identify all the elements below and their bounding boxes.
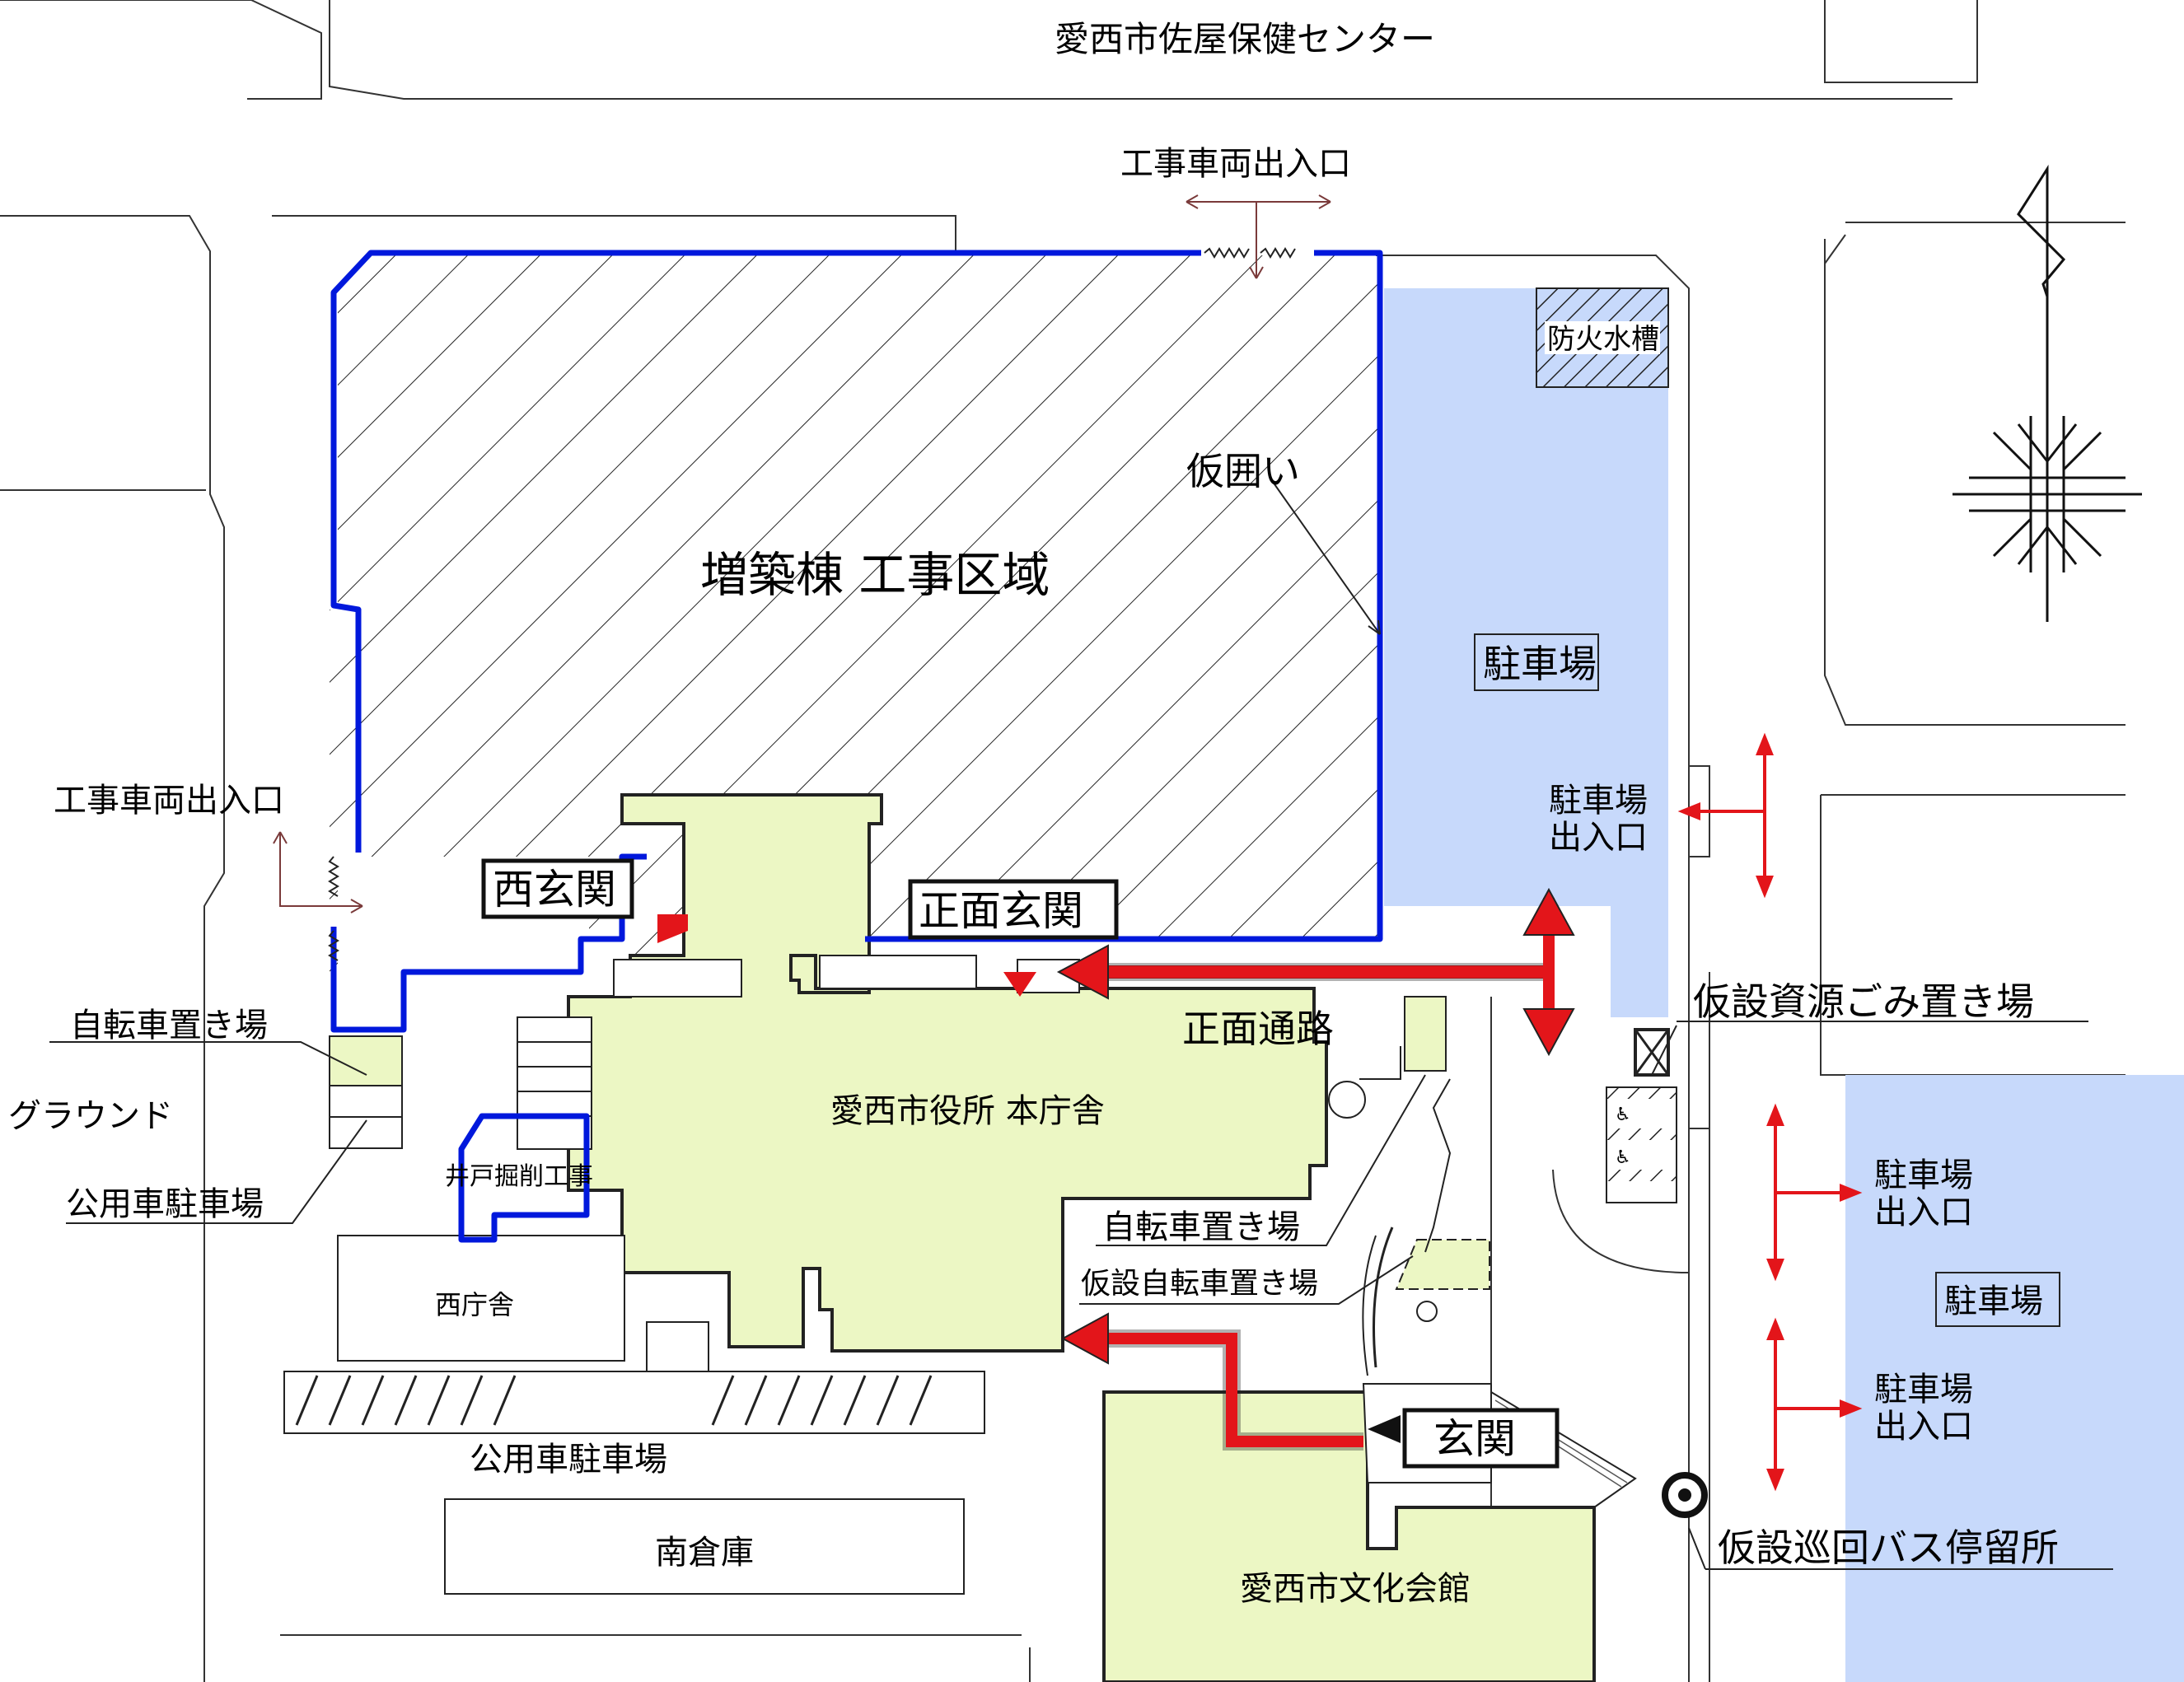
front-path-route <box>1056 887 1575 1057</box>
svg-text:駐車場: 駐車場 <box>1944 1283 2043 1320</box>
south-warehouse <box>444 1498 965 1595</box>
label-ground: グラウンド <box>8 1097 173 1135</box>
bus-stop-icon <box>1662 1472 1708 1518</box>
label-parking-entrance-mid-1: 駐車場 <box>1874 1156 1973 1194</box>
front-entrance-label: 正面玄関 <box>908 879 1119 940</box>
label-front-path: 正面通路 <box>1182 1007 1334 1051</box>
label-parking-entrance-top-2: 出入口 <box>1549 819 1648 857</box>
label-west-building: 西庁舎 <box>435 1289 514 1320</box>
parking-east-label: 駐車場 <box>1474 633 1599 691</box>
compass-rose-icon <box>1953 404 2142 585</box>
label-construction-entrance-top: 工事車両出入口 <box>1120 145 1351 183</box>
label-bike-parking-mid: 自転車置き場 <box>1102 1208 1300 1246</box>
svg-text:♿: ♿ <box>1615 1147 1631 1168</box>
label-fire-tank: 防火水槽 <box>1547 323 1659 356</box>
label-parking-entrance-low-1: 駐車場 <box>1874 1371 1973 1409</box>
label-official-parking-left: 公用車駐車場 <box>66 1185 264 1223</box>
north-arrow-icon <box>2017 164 2066 622</box>
west-building <box>337 1235 625 1362</box>
label-construction-entrance-left: 工事車両出入口 <box>54 782 284 820</box>
label-temp-fence: 仮囲い <box>1186 449 1300 493</box>
parking-se-label: 駐車場 <box>1935 1272 2060 1327</box>
front-entrance-marker <box>1003 972 1036 997</box>
label-temp-bike-parking: 仮設自転車置き場 <box>1081 1267 1318 1301</box>
entrance-label: 玄関 <box>1402 1408 1560 1469</box>
temp-fence <box>330 250 1383 1243</box>
label-annex-area: 増築棟 工事区域 <box>700 547 1050 603</box>
label-recycle-area: 仮設資源ごみ置き場 <box>1693 979 2034 1024</box>
label-well-work: 井戸掘削工事 <box>445 1162 593 1191</box>
label-official-parking-bottom: 公用車駐車場 <box>470 1441 667 1479</box>
construction-entrance-top-arrow <box>1186 194 1331 279</box>
label-city-hall: 愛西市役所 本庁舎 <box>830 1092 1105 1130</box>
svg-text:正面玄関: 正面玄関 <box>919 887 1083 935</box>
annex-construction-area <box>194 255 1380 1009</box>
label-parking-entrance-low-2: 出入口 <box>1874 1408 1973 1446</box>
label-bus-stop: 仮設巡回バス停留所 <box>1718 1525 2059 1570</box>
label-culture-hall: 愛西市文化会館 <box>1240 1570 1471 1608</box>
entrance-marker <box>1368 1415 1401 1443</box>
svg-text:♿: ♿ <box>1615 1105 1631 1125</box>
west-entrance-marker <box>657 914 688 943</box>
parking-southeast-area <box>1845 1075 2184 1682</box>
construction-entrance-left-arrow <box>273 831 363 913</box>
parking-entrance-arrows <box>1677 732 1863 1492</box>
block-outlines <box>0 0 2126 1682</box>
label-parking-entrance-mid-2: 出入口 <box>1874 1194 1973 1231</box>
well-fence <box>458 1113 590 1243</box>
svg-text:玄関: 玄関 <box>1433 1415 1516 1463</box>
parking-east-area <box>1384 288 1668 906</box>
label-bike-parking-left: 自転車置き場 <box>70 1007 268 1044</box>
map-labels: 愛西市佐屋保健センター 工事車両出入口 防火水槽 仮囲い 増築棟 工事区域 駐車… <box>8 19 2060 1608</box>
svg-text:西玄関: 西玄関 <box>493 866 616 913</box>
west-entrance-label: 西玄関 <box>481 858 634 919</box>
label-health-center: 愛西市佐屋保健センター <box>1055 19 1435 59</box>
leader-lines <box>49 481 2113 1570</box>
label-south-warehouse: 南倉庫 <box>655 1534 754 1572</box>
label-parking-entrance-top-1: 駐車場 <box>1549 782 1648 820</box>
svg-text:駐車場: 駐車場 <box>1483 642 1597 686</box>
culture-hall-route <box>1060 1312 1363 1451</box>
